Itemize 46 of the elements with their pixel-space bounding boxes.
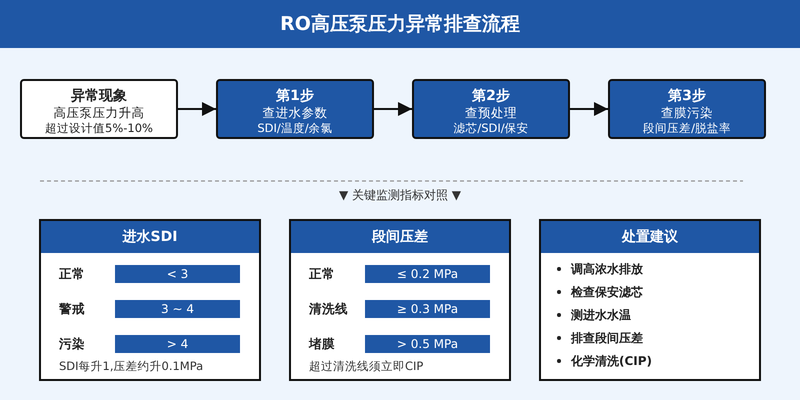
process-box <box>608 79 766 139</box>
info-panel <box>539 219 761 381</box>
note-text: 超过清洗线须立即CIP <box>309 359 424 373</box>
value-bar: > 4 <box>115 335 240 353</box>
section-label: ▼ 关键监测指标对照 ▼ <box>338 187 462 203</box>
step-text: 段间压差/脱盐率 <box>643 121 731 135</box>
list-item: 调高浓水排放 <box>571 262 643 276</box>
value-bar: < 3 <box>115 265 240 283</box>
step-text: 滤芯/SDI/保安 <box>453 121 529 135</box>
panel-title: 进水SDI <box>122 228 178 246</box>
row-label: 堵膜 <box>309 335 335 353</box>
list-item: 测进水水温 <box>571 308 631 322</box>
step-text: 查膜污染 <box>661 105 713 121</box>
info-panel <box>289 219 511 381</box>
arrow <box>570 102 608 116</box>
process-box <box>216 79 374 139</box>
row-label: 正常 <box>309 265 335 283</box>
info-panel <box>39 219 261 381</box>
arrow <box>374 102 412 116</box>
step-text: SDI/温度/余氯 <box>257 121 333 135</box>
process-box <box>20 79 178 139</box>
list-item: 排查段间压差 <box>571 331 643 345</box>
row-label: 污染 <box>59 335 85 353</box>
step-title: 第2步 <box>472 87 510 105</box>
list-item: 检查保安滤芯 <box>571 285 643 299</box>
process-box <box>412 79 570 139</box>
arrow <box>178 102 216 116</box>
value-bar: 3 ~ 4 <box>115 300 240 318</box>
value-bar: > 0.5 MPa <box>365 335 490 353</box>
row-label: 正常 <box>59 265 85 283</box>
row-label: 清洗线 <box>309 300 348 318</box>
row-label: 警戒 <box>59 300 85 318</box>
step-text: 查进水参数 <box>262 105 328 121</box>
step-title: 第3步 <box>668 87 706 105</box>
step-text: 高压泵压力升高 <box>54 105 144 121</box>
list-item: 化学清洗(CIP) <box>571 354 652 368</box>
panel-title: 段间压差 <box>372 228 428 246</box>
diagram-title: RO高压泵压力异常排查流程 <box>279 12 521 36</box>
step-text: 查预处理 <box>465 105 517 121</box>
value-bar: ≥ 0.3 MPa <box>365 300 490 318</box>
step-title: 第1步 <box>276 87 314 105</box>
step-title: 异常现象 <box>71 87 127 105</box>
panel-title: 处置建议 <box>622 228 678 246</box>
note-text: SDI每升1,压差约升0.1MPa <box>59 359 204 373</box>
value-bar: ≤ 0.2 MPa <box>365 265 490 283</box>
step-text: 超过设计值5%-10% <box>45 121 153 135</box>
